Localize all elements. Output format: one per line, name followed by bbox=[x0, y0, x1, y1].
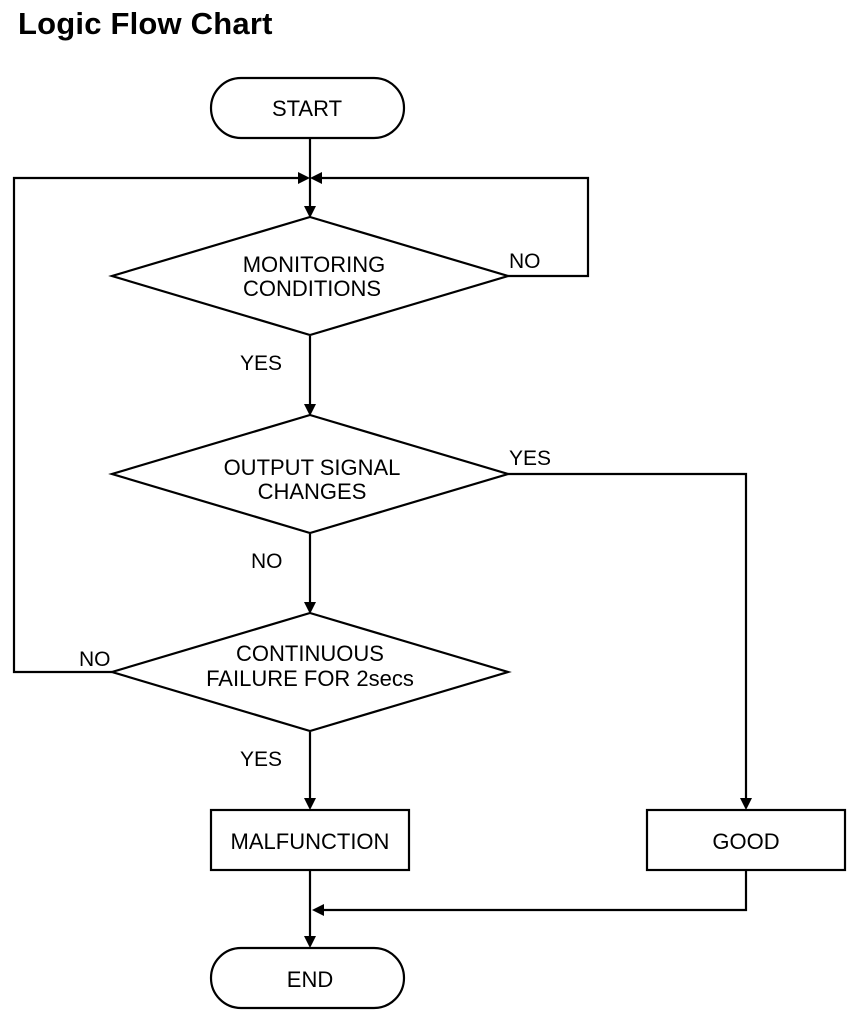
arrowhead-start-to-monitoring bbox=[304, 206, 316, 218]
monitoring-decision bbox=[108, 215, 512, 337]
output-label-line1: OUTPUT SIGNAL bbox=[224, 455, 401, 480]
arrowhead-output-to-good bbox=[740, 798, 752, 810]
edge-output-yes-to-good bbox=[508, 472, 748, 806]
node-monitoring: MONITORING CONDITIONS bbox=[108, 215, 512, 337]
arrowhead-merge-right bbox=[310, 172, 322, 184]
node-start: START bbox=[209, 76, 406, 140]
label-monitoring-no: NO bbox=[509, 250, 541, 273]
label-continuous-yes: YES bbox=[240, 748, 282, 771]
edge-labels: NO YES YES NO NO YES bbox=[79, 250, 551, 771]
node-end: END bbox=[209, 946, 406, 1010]
end-terminal bbox=[209, 946, 406, 1010]
page-title: Logic Flow Chart bbox=[18, 6, 273, 41]
label-continuous-no: NO bbox=[79, 648, 111, 671]
label-output-no: NO bbox=[251, 550, 283, 573]
node-continuous: CONTINUOUS FAILURE FOR 2secs bbox=[108, 611, 512, 733]
edge-continuous-no-loop bbox=[12, 176, 298, 674]
arrowhead-monitoring-to-output bbox=[304, 404, 316, 416]
continuous-label-line2: FAILURE FOR 2secs bbox=[206, 666, 414, 691]
continuous-decision bbox=[108, 611, 512, 733]
output-label-line2: CHANGES bbox=[258, 479, 367, 504]
arrowhead-merge-left bbox=[298, 172, 310, 184]
output-decision bbox=[108, 413, 512, 535]
monitoring-label-line1: MONITORING bbox=[243, 252, 386, 277]
malfunction-box bbox=[209, 808, 411, 872]
arrowhead-good-to-end bbox=[312, 904, 324, 916]
good-label: GOOD bbox=[712, 829, 779, 854]
start-label: START bbox=[272, 96, 342, 121]
end-label: END bbox=[287, 967, 333, 992]
edges bbox=[12, 138, 752, 948]
start-terminal bbox=[209, 76, 406, 140]
label-output-yes: YES bbox=[509, 447, 551, 470]
continuous-label-line1: CONTINUOUS bbox=[236, 641, 384, 666]
arrowhead-malfunction-to-end bbox=[304, 936, 316, 948]
good-box bbox=[645, 808, 847, 872]
node-good: GOOD bbox=[645, 808, 847, 872]
monitoring-label-line2: CONDITIONS bbox=[243, 276, 381, 301]
malfunction-label: MALFUNCTION bbox=[231, 829, 390, 854]
label-monitoring-yes: YES bbox=[240, 352, 282, 375]
node-malfunction: MALFUNCTION bbox=[209, 808, 411, 872]
arrowhead-continuous-to-malfunction bbox=[304, 798, 316, 810]
edge-monitoring-no-loop bbox=[322, 176, 590, 278]
edge-good-to-end bbox=[322, 870, 748, 912]
arrowhead-output-to-continuous bbox=[304, 602, 316, 614]
node-output: OUTPUT SIGNAL CHANGES bbox=[108, 413, 512, 535]
